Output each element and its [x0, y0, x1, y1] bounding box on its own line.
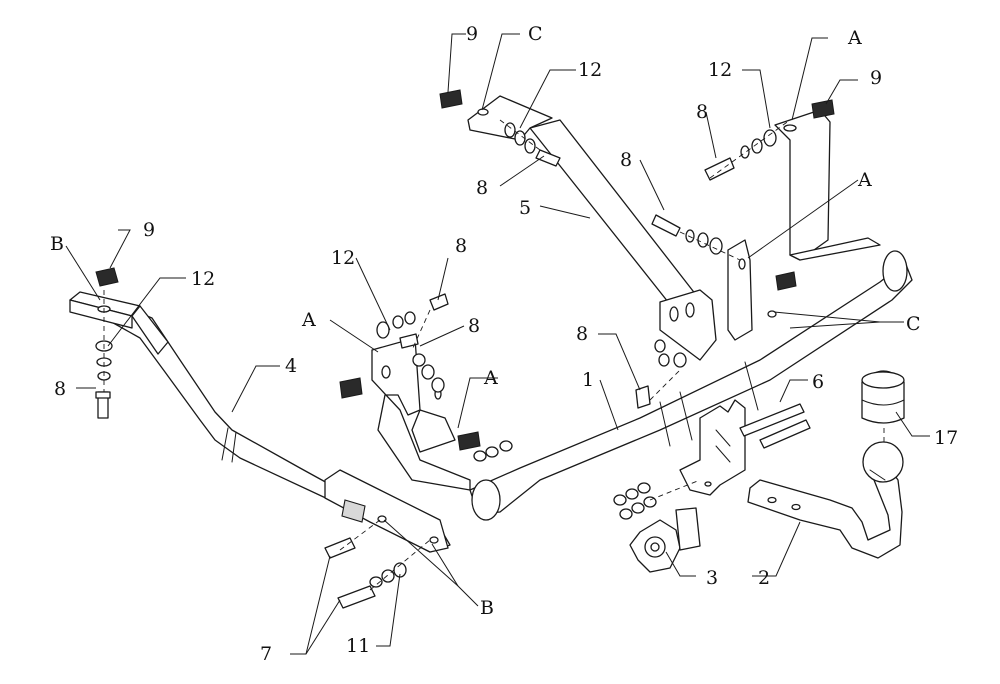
label-9-left: 9 — [143, 219, 155, 241]
callout-labels: 9 B 12 8 4 12 8 A 8 A 9 C 12 8 5 8 8 12 … — [50, 23, 958, 665]
bolt-set-8 — [95, 149, 735, 419]
label-6: 6 — [812, 371, 824, 393]
label-9-top-right: 9 — [870, 67, 882, 89]
label-11: 11 — [346, 635, 370, 657]
label-12-top-right: 12 — [708, 59, 732, 81]
bolt-set-7 — [324, 537, 376, 609]
bolt-set-6 — [739, 403, 811, 449]
left-central-bracket — [371, 337, 471, 491]
label-a-center: A — [301, 309, 316, 331]
label-12-left: 12 — [191, 268, 215, 290]
label-8-center: 8 — [468, 315, 480, 337]
part-2-tow-ball-neck — [747, 441, 904, 559]
label-8-left: 8 — [54, 378, 66, 400]
label-9-top: 9 — [466, 23, 478, 45]
label-a-top-right: A — [847, 27, 862, 49]
label-1: 1 — [582, 369, 594, 391]
label-8-mid-right: 8 — [620, 149, 632, 171]
label-3: 3 — [706, 567, 718, 589]
leader-lines — [65, 33, 930, 655]
label-a-center-right: A — [483, 367, 498, 389]
label-4: 4 — [285, 355, 297, 377]
label-8-center-top: 8 — [455, 235, 467, 257]
label-8-top-right: 8 — [696, 101, 708, 123]
lower-left-plate — [324, 469, 449, 553]
left-end-bracket — [69, 291, 169, 355]
label-c-right: C — [906, 313, 921, 335]
label-12-center: 12 — [331, 247, 355, 269]
label-12-top: 12 — [578, 59, 602, 81]
label-b-left: B — [50, 233, 64, 255]
clip-set-9 — [95, 89, 835, 451]
part-3-socket-plate — [629, 507, 701, 573]
washer-stacks — [95, 122, 777, 588]
label-17: 17 — [934, 427, 958, 449]
assembly-lines — [103, 119, 885, 591]
label-b-bottom: B — [480, 597, 494, 619]
ball-mount-bracket — [679, 399, 746, 496]
part-1-main-crossbar — [469, 250, 913, 521]
label-2: 2 — [758, 567, 770, 589]
label-7: 7 — [260, 643, 272, 665]
label-a-right: A — [857, 169, 872, 191]
label-8-lower: 8 — [576, 323, 588, 345]
label-5: 5 — [519, 197, 531, 219]
label-8-top: 8 — [476, 177, 488, 199]
part-5-diagonal-strut — [467, 95, 717, 361]
part-17-ball-cap — [861, 370, 905, 424]
label-c-top: C — [528, 23, 543, 45]
